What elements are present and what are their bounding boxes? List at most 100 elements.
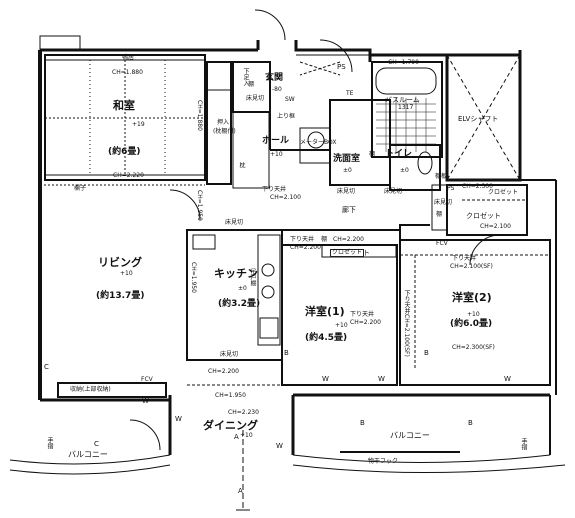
ch-dining1: CH=1.950 — [215, 392, 246, 399]
ch-kitchen-floor: CH=2.200 — [208, 368, 239, 375]
room-kitchen: キッチン — [214, 267, 258, 280]
balcony-main — [292, 454, 551, 463]
marker-a-2: A — [238, 487, 243, 495]
agarikamachi: 上り框 — [277, 113, 296, 120]
ch-washitsu: CH=1.880 — [112, 69, 143, 76]
room-yoshitsu1: 洋室(1) — [305, 305, 345, 318]
ch-yoshitsu2-top: CH=2.100(SF) — [450, 263, 493, 270]
ch-washitsu-side: CH=1.880 — [196, 100, 203, 131]
room-kitchen-size: (約3.2畳) — [218, 299, 261, 309]
dining-level: +10 — [240, 432, 253, 439]
yukamikiri-6: 床見切 — [434, 199, 453, 206]
room-yoshitsu2: 洋室(2) — [452, 291, 492, 304]
room-bathroom: バスルーム — [385, 96, 420, 104]
ch-living-top: CH=2.220 — [113, 172, 144, 179]
room-balcony-main: バルコニー — [390, 431, 430, 440]
ch-kitchen-side: CH=1.950 — [190, 262, 197, 293]
hall-level: +10 — [270, 151, 283, 158]
ch-bath: CH=1.790 — [388, 59, 419, 66]
room-yoshitsu2-size: (約6.0畳) — [450, 319, 493, 329]
ch-yoshitsu1-floor: CH=2.200 — [350, 319, 381, 326]
yukamikiri-4: 床見切 — [220, 351, 239, 358]
room-closet: クロゼット — [466, 212, 501, 220]
toilet-level: ±0 — [400, 167, 409, 174]
shitaten-3: 下り天井 — [350, 311, 375, 318]
kutsuire-2: 棚 — [248, 81, 255, 88]
marker-w-6: W — [504, 375, 511, 383]
pk-label: 下り天井CH=2.100(SF) — [403, 290, 410, 357]
ch-rouka: CH=2.100 — [270, 194, 301, 201]
room-ps: PS — [337, 63, 346, 71]
room-yoshitsu1-size: (約4.5畳) — [305, 333, 348, 343]
marker-b: B — [284, 349, 289, 357]
tana-3: 棚 — [436, 211, 443, 218]
marker-w-4: W — [322, 375, 329, 383]
bathroom-wall — [371, 61, 443, 158]
ch-tanasaki: CH=2.300 — [462, 183, 493, 190]
yoshitsu2-wall — [399, 239, 551, 386]
senmenjo-wall — [329, 99, 391, 186]
fcv-2: FCV — [436, 240, 448, 247]
shitaten-4: 下り天井 — [452, 255, 477, 262]
ch-yoshitsu1-shita: CH=2.200 — [290, 244, 321, 251]
meter-box: メーターBOX — [300, 139, 337, 146]
room-washitsu: 和室 — [113, 99, 135, 112]
ranma: 欄子 — [74, 185, 87, 192]
toilet-wall — [389, 144, 441, 191]
marker-c: C — [94, 440, 99, 448]
room-rouka: 廊下 — [342, 206, 356, 214]
senmen-level: ±0 — [343, 167, 352, 174]
room-elv: ELVシャフト — [458, 115, 499, 123]
tana-2: 棚 — [369, 151, 376, 158]
room-genkan: 玄関 — [265, 73, 284, 83]
ch-living-mid: CH=1.950 — [196, 190, 203, 221]
tanasaki: 棚板 — [435, 173, 448, 180]
yoshitsu1-level: +10 — [335, 322, 348, 329]
tana-1: 棚 — [321, 236, 328, 243]
genkan-level: -80 — [272, 86, 282, 93]
room-living: リビング — [98, 256, 142, 269]
ch-kitchen-top: CH=2.200 — [333, 236, 364, 243]
room-washitsu-size: (約6畳) — [108, 147, 141, 157]
elv-shaft — [446, 54, 521, 181]
marker-w-2: W — [175, 415, 182, 423]
kitchen-level: ±0 — [238, 285, 247, 292]
monohoshi: 物干フック — [368, 458, 399, 465]
room-dining: ダイニング — [203, 419, 258, 432]
te-label: TE — [346, 90, 354, 97]
shitaten-2: 下り天井 — [290, 236, 315, 243]
sw-label: SW — [285, 96, 295, 103]
ch-dining2: CH=2.230 — [228, 409, 259, 416]
marker-b-2: B — [360, 419, 365, 427]
living-level: +10 — [120, 270, 133, 277]
room-living-size: (約13.7畳) — [96, 291, 145, 301]
room-senmenjo: 洗面室 — [333, 154, 361, 164]
marker-w-3: W — [276, 442, 283, 450]
tegoshi-2: 手摺 — [520, 438, 527, 450]
closet-box: クロゼット — [330, 249, 365, 257]
balcony-left — [9, 454, 171, 465]
ub-label: 1317 — [398, 104, 414, 111]
yukamikiri-5: 床見切 — [246, 95, 265, 102]
yukamikiri-2: 床見切 — [337, 188, 356, 195]
room-ps2: PS — [447, 185, 455, 192]
room-balcony-left: バルコニー — [68, 450, 108, 459]
kutsuire: 下足入 — [242, 68, 249, 86]
yukamikiri-3: 床見切 — [384, 188, 403, 195]
bottom-wall — [40, 393, 550, 455]
marker-w: W — [142, 397, 149, 405]
tegoshi-1: 手摺 — [46, 437, 53, 449]
shuno: 収納(上部収納) — [70, 386, 111, 393]
shitaten-1: 下り天井 — [262, 186, 287, 193]
tokonoma: 枕 — [238, 162, 245, 168]
ch-yoshitsu2-floor: CH=2.300(SF) — [452, 344, 495, 351]
kitchen-shuno: 吊戸棚 — [249, 268, 256, 286]
shikii: 鴨居 — [122, 54, 135, 61]
fcv-1: FCV — [141, 376, 153, 383]
marker-w-5: W — [378, 375, 385, 383]
ch-closet: CH=2.100 — [480, 223, 511, 230]
yukamikiri-1: 床見切 — [225, 219, 244, 226]
washitsu-level: +19 — [132, 121, 145, 128]
closet-label: クロゼット — [488, 189, 519, 196]
